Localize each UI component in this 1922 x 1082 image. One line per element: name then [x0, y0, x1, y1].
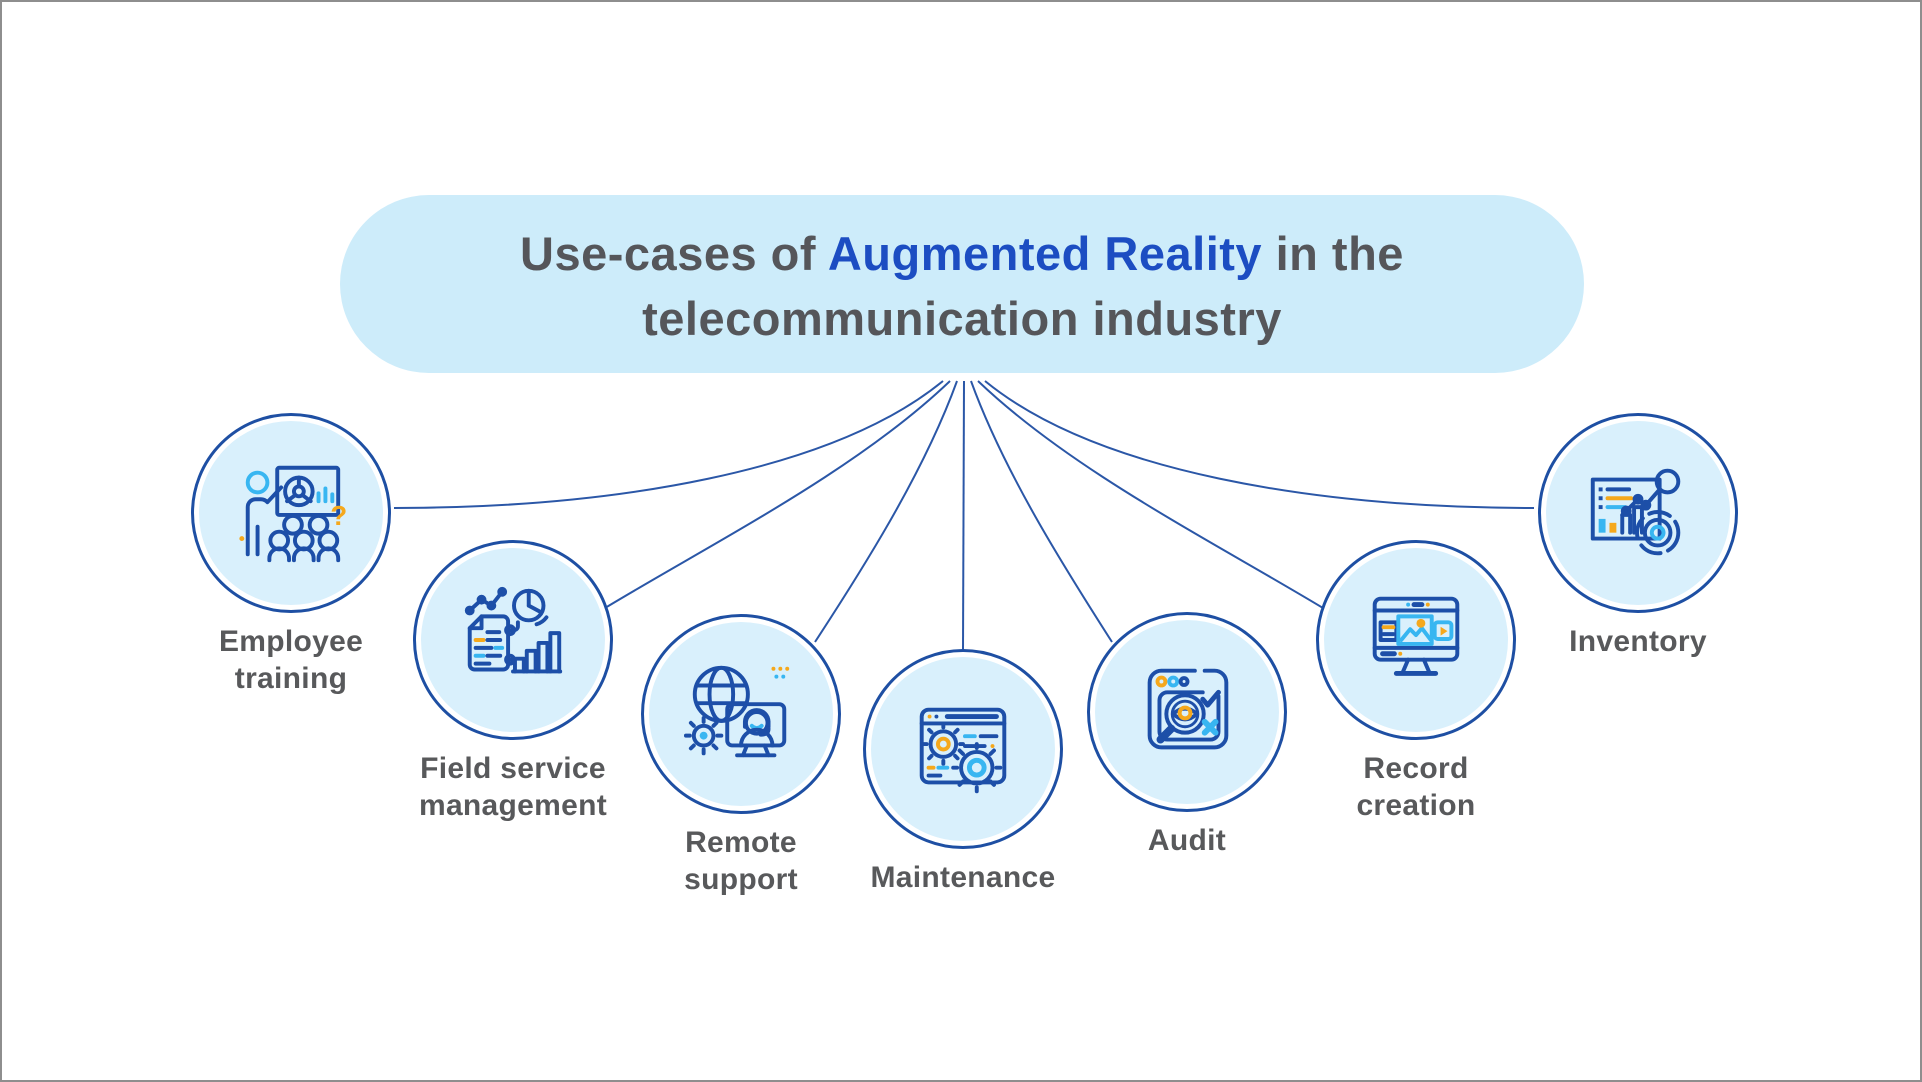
connector-line [984, 380, 1535, 509]
maintenance-icon [919, 707, 1007, 794]
title-line-2: telecommunication industry [642, 292, 1282, 345]
title-line-1: Use-cases of Augmented Reality in the [520, 221, 1404, 286]
node-maintenance: Maintenance [863, 649, 1063, 894]
node-label: Remote support [684, 826, 798, 896]
node-label: Employee training [218, 625, 364, 695]
field-service-management-icon [464, 586, 563, 674]
title-part-accent: Augmented Reality [827, 227, 1263, 280]
node-circle [1538, 413, 1738, 613]
node-label: Maintenance [870, 861, 1056, 894]
node-circle [1316, 540, 1516, 740]
node-employee-training: ? Employee training [191, 413, 391, 695]
connector-line [977, 380, 1324, 609]
node-record-creation: Record creation [1316, 540, 1516, 822]
record-creation-icon [1372, 596, 1460, 676]
connector-line [604, 380, 951, 609]
connector-line [814, 380, 958, 643]
title-bubble: Use-cases of Augmented Reality in the te… [340, 195, 1584, 373]
node-label: Record creation [1356, 752, 1476, 822]
title-part-1: Use-cases of [520, 227, 828, 280]
node-field-service-management: Field service management [413, 540, 613, 822]
node-circle [413, 540, 613, 740]
node-label: Field service management [418, 752, 608, 822]
node-remote-support: Remote support [641, 614, 841, 896]
node-label: Inventory [1569, 625, 1707, 658]
connector-line [970, 380, 1113, 643]
audit-icon [1147, 668, 1229, 750]
employee-training-icon: ? [239, 465, 347, 563]
remote-support-icon [683, 665, 790, 758]
node-circle [641, 614, 841, 814]
node-inventory: Inventory [1538, 413, 1738, 658]
svg-text:?: ? [330, 500, 347, 531]
node-audit: Audit [1087, 612, 1287, 857]
connector-line [393, 380, 944, 509]
node-circle: ? [191, 413, 391, 613]
connector-line [962, 380, 965, 651]
node-circle [863, 649, 1063, 849]
inventory-icon [1590, 468, 1681, 556]
title-part-3: in the [1262, 227, 1404, 280]
node-label: Audit [1147, 824, 1227, 857]
node-circle [1087, 612, 1287, 812]
